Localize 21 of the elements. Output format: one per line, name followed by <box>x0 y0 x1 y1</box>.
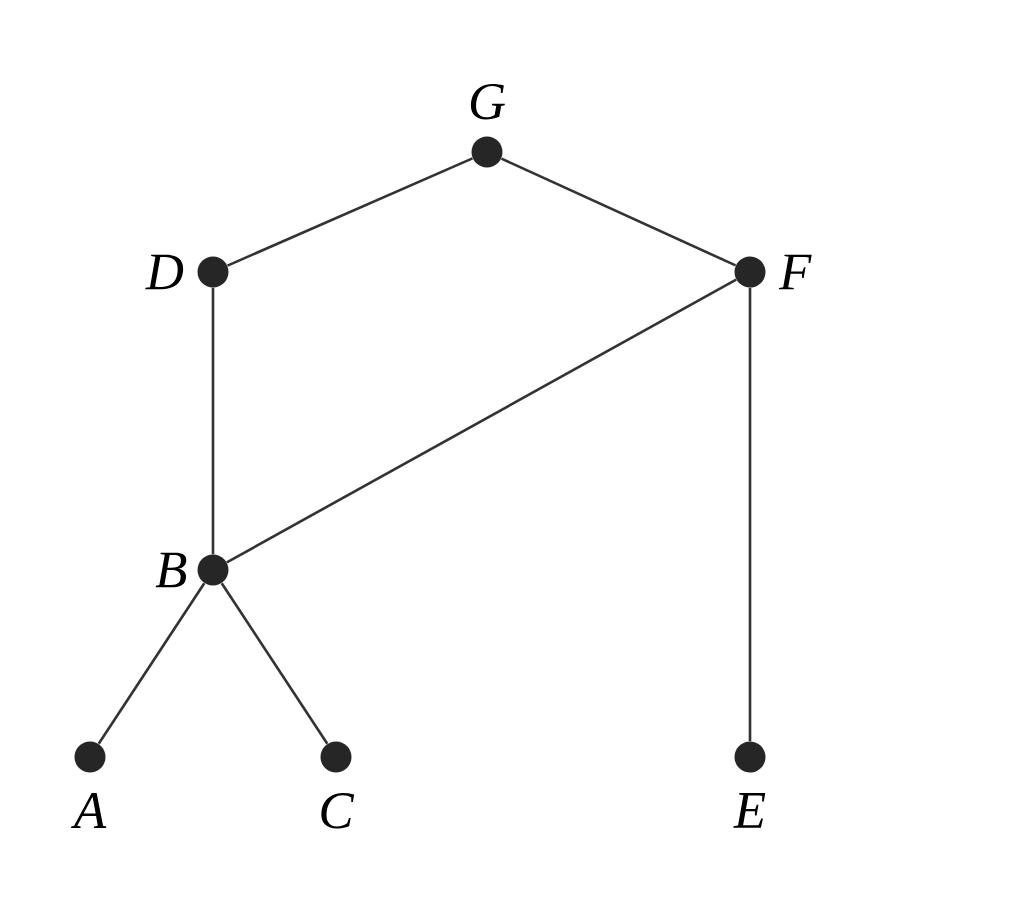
node-label: E <box>733 793 766 828</box>
labelled-vertex: G <box>470 84 505 168</box>
edge-line <box>748 287 752 742</box>
labelled-vertex: E <box>733 741 766 828</box>
labelled-vertex: B <box>155 552 229 588</box>
labelled-vertex: C <box>320 741 355 829</box>
edge-line <box>500 157 737 267</box>
node-label: G <box>470 84 505 120</box>
labelled-vertex: A <box>71 741 107 828</box>
edge-line <box>97 582 206 745</box>
labelled-vertex: F <box>734 254 812 290</box>
edge-line <box>211 287 215 555</box>
edge-line <box>226 278 737 564</box>
node-label: F <box>778 254 812 290</box>
labelled-vertex: D <box>145 254 229 290</box>
edge-line <box>227 157 474 267</box>
edge-line <box>220 582 329 745</box>
node-label: B <box>155 552 187 588</box>
node-label: C <box>321 793 355 829</box>
node-label: A <box>71 793 107 828</box>
node-label: D <box>145 254 184 290</box>
